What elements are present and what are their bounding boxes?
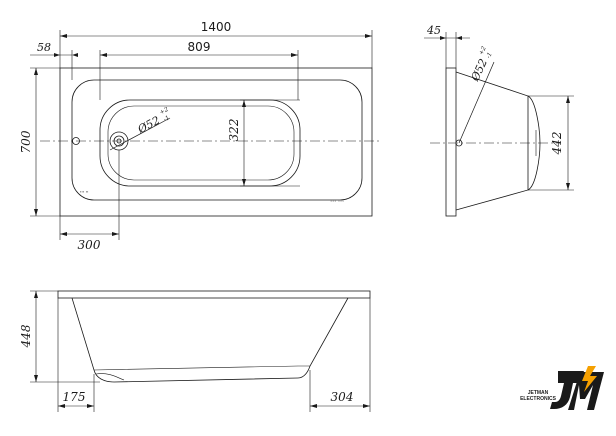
side-drain-icon [455,139,463,147]
front-view-rim [57,290,371,299]
label-175: 175 [63,390,86,404]
svg-text:Ø52: Ø52 [468,57,490,84]
label-448: 448 [19,324,33,348]
svg-text:⋯ ⋯: ⋯ ⋯ [330,198,344,205]
svg-text:-1: -1 [162,114,170,123]
label-300: 300 [78,238,101,252]
top-view: ⋯ ⋯ ''' '' [30,30,380,240]
side-view [424,32,574,217]
label-1400: 1400 [201,20,232,34]
label-drain-side: Ø52 +2 -1 [468,45,494,84]
side-view-body [455,71,529,211]
top-view-basin-outer [71,79,363,201]
svg-text:''' '': ''' '' [80,191,88,197]
label-442: 442 [550,132,564,156]
svg-text:-1: -1 [485,51,494,59]
top-view-outline [59,67,373,217]
drain-leader-side [458,61,495,144]
svg-text:+2: +2 [159,106,170,116]
top-view-basin-inner [99,99,301,187]
jetman-logo: JETMAN ELECTRONICS [520,366,604,410]
side-view-rim [445,67,457,217]
label-322: 322 [227,119,241,142]
top-view-basin-floor [107,105,295,181]
svg-text:ELECTRONICS: ELECTRONICS [520,396,557,402]
svg-text:Ø52: Ø52 [135,114,162,137]
label-304: 304 [331,390,354,404]
jetman-mark-icon [550,366,604,410]
svg-text:JETMAN: JETMAN [528,390,549,396]
drain-leader-top [109,117,171,151]
svg-text:+2: +2 [478,45,488,56]
label-45: 45 [426,24,441,37]
label-drain-top: Ø52 +2 -1 [135,106,171,137]
front-view [30,290,371,412]
label-809: 809 [188,40,211,54]
front-view-body [71,297,349,383]
label-700: 700 [19,130,33,153]
label-58: 58 [37,41,51,54]
